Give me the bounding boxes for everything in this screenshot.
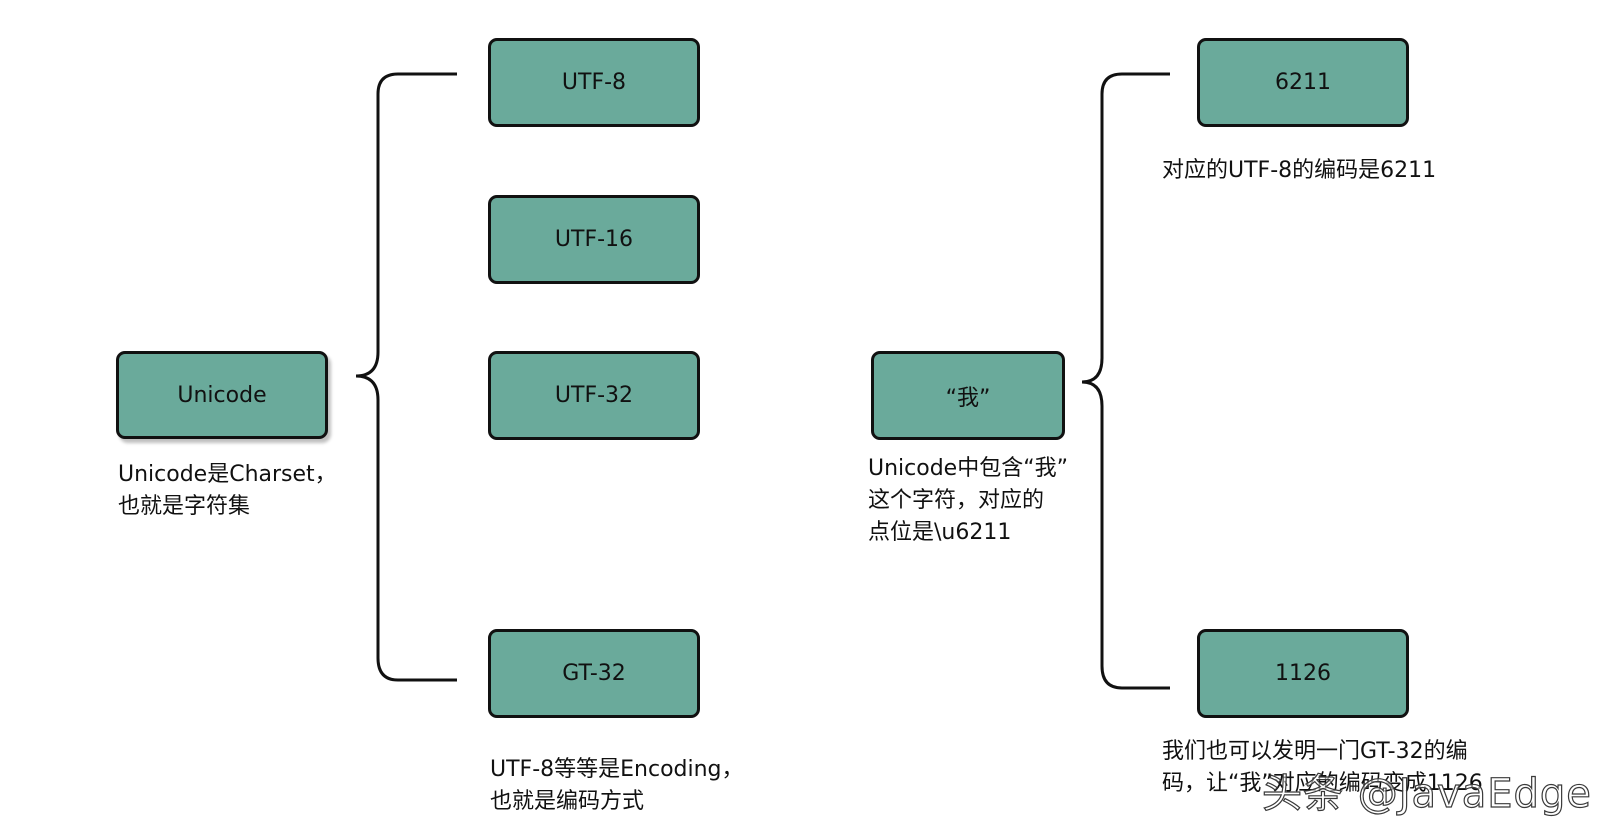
wo-char-note-line: Unicode中包含“我” [868, 456, 1069, 481]
utf32-node: UTF-32 [488, 351, 700, 440]
utf8-node: UTF-8 [488, 38, 700, 127]
left-brace [355, 72, 457, 682]
unicode-note-line: Unicode是Charset， [118, 462, 337, 487]
gt32-code-note-line: 码，让“我”对应的编码变成1126 [1162, 771, 1483, 796]
encoding-note: UTF-8等等是Encoding， 也就是编码方式 [490, 754, 744, 818]
gt32-node: GT-32 [488, 629, 700, 718]
watermark: 头条 @JavaEdge [1261, 770, 1592, 817]
code-6211-node: 6211 [1197, 38, 1409, 127]
encoding-note-line: UTF-8等等是Encoding， [490, 757, 744, 782]
unicode-note: Unicode是Charset， 也就是字符集 [118, 459, 337, 523]
unicode-node: Unicode [116, 351, 328, 439]
code-1126-node: 1126 [1197, 629, 1409, 718]
utf8-code-note-line: 对应的UTF-8的编码是6211 [1162, 158, 1437, 183]
encoding-note-line: 也就是编码方式 [490, 789, 645, 814]
right-brace [1081, 72, 1170, 690]
utf8-code-note: 对应的UTF-8的编码是6211 [1162, 155, 1436, 187]
wo-char-note-line: 点位是\u6211 [868, 520, 1012, 545]
utf16-node: UTF-16 [488, 195, 700, 284]
gt32-code-note: 我们也可以发明一门GT-32的编 码，让“我”对应的编码变成1126 [1162, 736, 1483, 800]
wo-char-note-line: 这个字符，对应的 [868, 488, 1045, 513]
wo-char-node: “我” [871, 351, 1065, 440]
wo-char-note: Unicode中包含“我” 这个字符，对应的 点位是\u6211 [868, 453, 1068, 549]
unicode-note-line: 也就是字符集 [118, 494, 251, 519]
gt32-code-note-line: 我们也可以发明一门GT-32的编 [1162, 739, 1468, 764]
